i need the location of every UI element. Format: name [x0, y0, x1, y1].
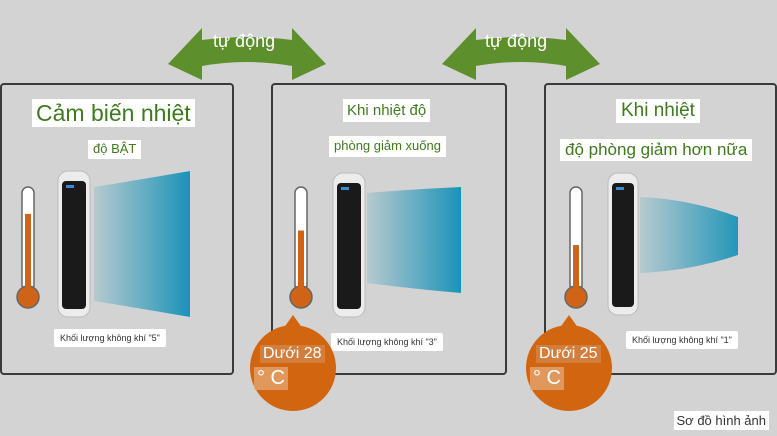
tower-fan-icon — [607, 172, 639, 316]
air-volume-caption: Khối lượng không khí "1" — [626, 331, 738, 349]
arrow-label: tự động — [213, 31, 276, 51]
panel-title-line1: Khi nhiệt độ — [343, 99, 431, 123]
thermometer-level — [25, 213, 31, 295]
thermometer-level — [573, 245, 579, 295]
double-arrow-icon — [168, 28, 326, 80]
auto-arrow-1: tự động — [166, 20, 328, 80]
panel-title-line2: độ BẬT — [88, 140, 142, 159]
panel-title-line1: Cảm biến nhiệt — [32, 99, 195, 128]
panel-sensor-on: Cảm biến nhiệt độ BẬT Khối lượng không k… — [0, 83, 234, 375]
double-arrow-icon — [442, 28, 600, 80]
diagram-note: Sơ đồ hình ảnh — [673, 411, 769, 430]
badge-unit: ° C — [530, 367, 564, 390]
panel-title-line1: Khi nhiệt — [616, 99, 700, 123]
air-volume-caption: Khối lượng không khí "3" — [331, 333, 443, 351]
panel-temp-drop: Khi nhiệt độ phòng giảm xuống Khối lượng… — [271, 83, 507, 375]
auto-arrow-2: tự động — [440, 20, 602, 80]
badge-temperature: Dưới 25 — [536, 345, 601, 363]
airflow-icon — [640, 197, 738, 273]
badge-pointer — [283, 315, 303, 329]
badge-unit: ° C — [254, 367, 288, 390]
temperature-badge-1: Dưới 28 ° C — [250, 315, 336, 411]
airflow-icon — [94, 171, 190, 317]
tower-fan-icon — [332, 172, 366, 318]
tower-fan-icon — [57, 170, 91, 318]
panel-title-line2: độ phòng giảm hơn nữa — [560, 139, 753, 161]
thermometer-level — [298, 230, 304, 295]
air-volume-caption: Khối lượng không khí "5" — [54, 329, 166, 347]
arrow-label: tự động — [485, 31, 548, 51]
thermometer-icon — [289, 186, 313, 309]
panel-title-line2: phòng giảm xuống — [329, 136, 446, 157]
airflow-icon — [367, 187, 461, 293]
badge-temperature: Dưới 28 — [260, 345, 325, 363]
thermometer-icon — [16, 186, 40, 309]
temperature-badge-2: Dưới 25 ° C — [526, 315, 612, 411]
badge-pointer — [559, 315, 579, 329]
thermometer-icon — [564, 186, 588, 309]
